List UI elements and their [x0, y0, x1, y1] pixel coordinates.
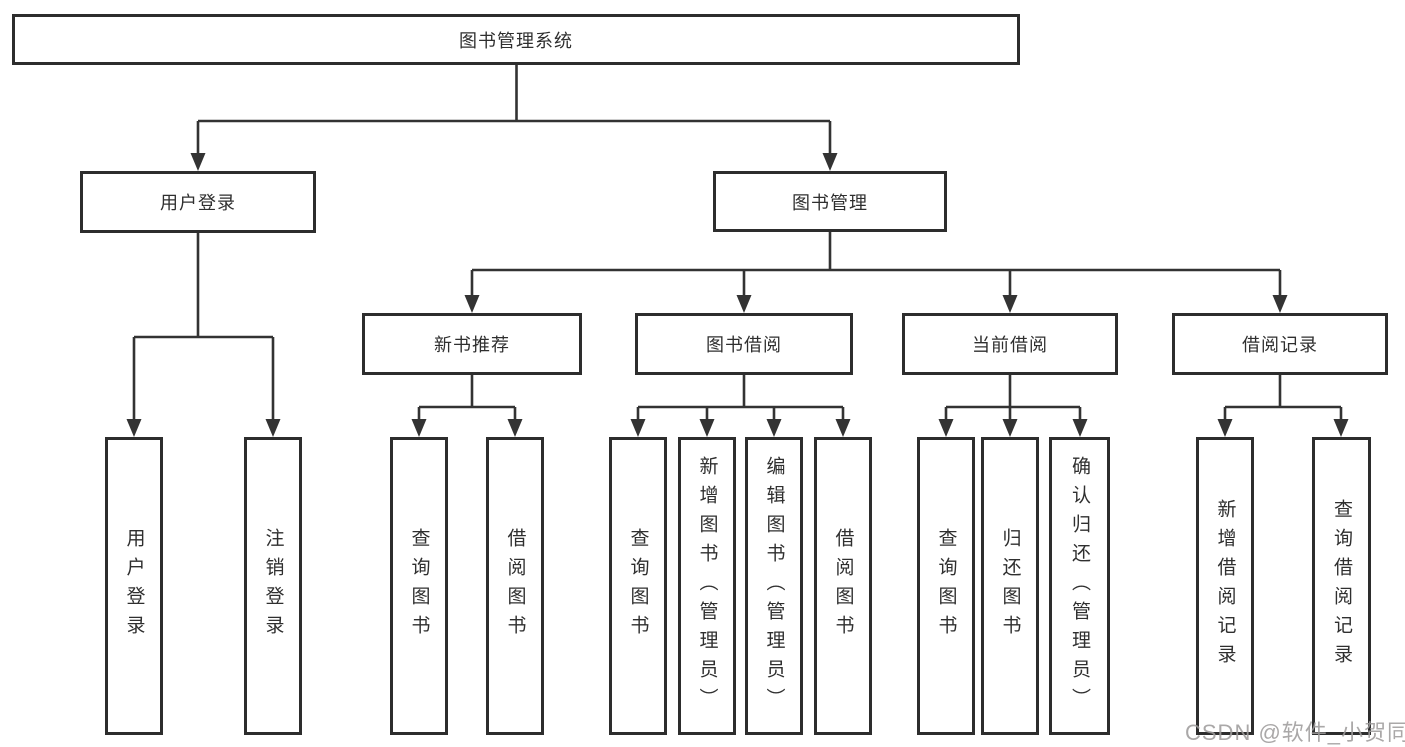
leaf-current-return-books-label: 归还图书 [999, 528, 1021, 644]
node-borrow-records: 借阅记录 [1172, 313, 1388, 375]
leaf-logout-label: 注销登录 [262, 528, 284, 644]
node-root-library-system: 图书管理系统 [12, 14, 1020, 65]
leaf-newbook-query-books-label: 查询图书 [408, 528, 430, 644]
leaf-borrow-edit-books-admin: 编辑图书（管理员） [745, 437, 803, 735]
connector-new-book-to-leaves [411, 375, 523, 437]
leaf-records-add-record-label: 新增借阅记录 [1214, 499, 1236, 673]
leaf-user-login-label: 用户登录 [123, 528, 145, 644]
node-new-book-recommend: 新书推荐 [362, 313, 582, 375]
leaf-records-add-record: 新增借阅记录 [1196, 437, 1254, 735]
connector-root-to-level2 [190, 65, 838, 171]
connector-current-borrow-to-leaves [938, 375, 1088, 437]
node-new-book-recommend-label: 新书推荐 [434, 335, 510, 355]
node-user-login: 用户登录 [80, 171, 316, 233]
leaf-current-query-books-label: 查询图书 [935, 528, 957, 644]
leaf-current-confirm-return-admin: 确认归还（管理员） [1049, 437, 1110, 735]
connector-borrow-records-to-leaves [1217, 375, 1349, 437]
node-book-management: 图书管理 [713, 171, 947, 232]
leaf-logout: 注销登录 [244, 437, 302, 735]
leaf-borrow-query-books-label: 查询图书 [627, 528, 649, 644]
connector-book-borrow-to-leaves [630, 375, 851, 437]
leaf-current-confirm-return-admin-label: 确认归还（管理员） [1069, 455, 1090, 717]
node-borrow-records-label: 借阅记录 [1242, 335, 1318, 355]
leaf-newbook-borrow-books: 借阅图书 [486, 437, 544, 735]
leaf-newbook-borrow-books-label: 借阅图书 [504, 528, 526, 644]
node-user-login-label: 用户登录 [160, 193, 236, 213]
leaf-newbook-query-books: 查询图书 [390, 437, 448, 735]
leaf-borrow-query-books: 查询图书 [609, 437, 667, 735]
leaf-user-login: 用户登录 [105, 437, 163, 735]
connector-user-login-to-leaves [126, 233, 281, 437]
leaf-borrow-add-books-admin-label: 新增图书（管理员） [696, 455, 718, 717]
leaf-current-query-books: 查询图书 [917, 437, 975, 735]
connector-book-mgmt-to-level3 [464, 232, 1288, 313]
node-root-label: 图书管理系统 [459, 30, 573, 51]
leaf-borrow-borrow-books-label: 借阅图书 [832, 528, 854, 644]
leaf-borrow-add-books-admin: 新增图书（管理员） [678, 437, 736, 735]
node-current-borrowing: 当前借阅 [902, 313, 1118, 375]
leaf-records-query-record: 查询借阅记录 [1312, 437, 1371, 735]
leaf-borrow-borrow-books: 借阅图书 [814, 437, 872, 735]
node-current-borrowing-label: 当前借阅 [972, 335, 1048, 355]
node-book-management-label: 图书管理 [792, 192, 868, 213]
leaf-borrow-edit-books-admin-label: 编辑图书（管理员） [763, 455, 785, 717]
leaf-records-query-record-label: 查询借阅记录 [1331, 499, 1352, 673]
csdn-watermark: CSDN @软件_小贺同学 [1185, 720, 1405, 745]
leaf-current-return-books: 归还图书 [981, 437, 1039, 735]
node-book-borrowing: 图书借阅 [635, 313, 853, 375]
node-book-borrowing-label: 图书借阅 [706, 335, 782, 355]
